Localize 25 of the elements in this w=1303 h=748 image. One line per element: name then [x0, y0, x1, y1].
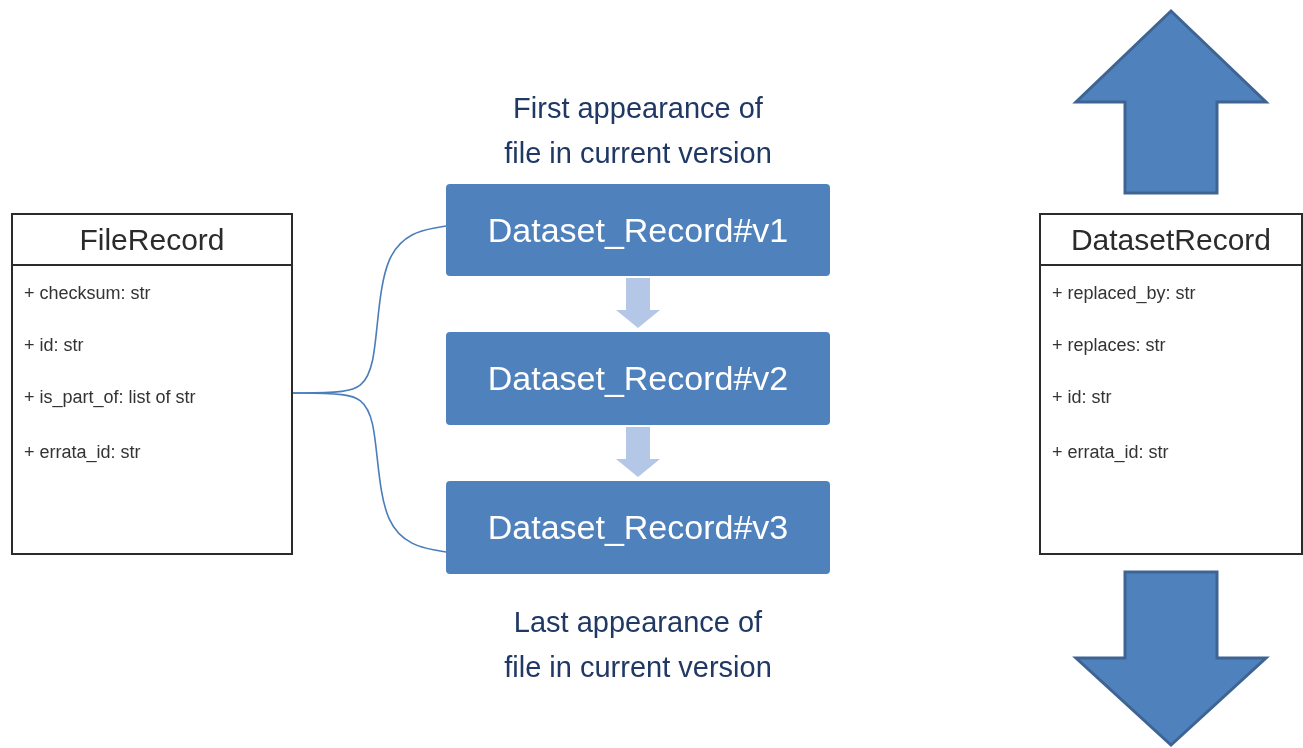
attribute-text: + errata_id: str [24, 442, 141, 464]
class-name: DatasetRecord [1070, 223, 1272, 258]
block-arrow [616, 278, 660, 328]
block-arrow [1072, 570, 1270, 748]
attribute-text: + replaces: str [1052, 335, 1166, 357]
attribute-text: + id: str [1052, 387, 1112, 409]
attribute-text: + replaced_by: str [1052, 283, 1196, 305]
attribute-text: + errata_id: str [1052, 442, 1169, 464]
caption-text: First appearance of file in current version [504, 92, 772, 169]
record-box [446, 184, 830, 276]
class-box [1039, 213, 1303, 555]
class-name: FileRecord [79, 223, 225, 258]
brace-line [292, 392, 447, 553]
caption-text: Last appearance of file in current version [504, 606, 772, 683]
record-label: Dataset_Record#v1 [487, 209, 789, 251]
attribute-text: + id: str [24, 335, 84, 357]
class-box [11, 213, 293, 555]
record-label: Dataset_Record#v3 [487, 507, 789, 548]
record-box [446, 332, 830, 425]
record-label: Dataset_Record#v2 [487, 358, 789, 399]
block-arrow [616, 427, 660, 477]
block-arrow [1072, 8, 1270, 195]
attribute-text: + checksum: str [24, 283, 151, 305]
record-box [446, 481, 830, 574]
attribute-text: + is_part_of: list of str [24, 387, 196, 409]
